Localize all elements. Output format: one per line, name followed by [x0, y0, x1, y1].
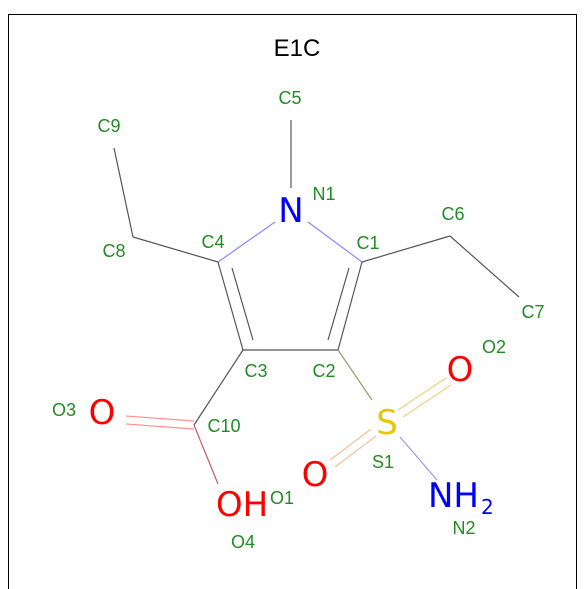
bond-s1-n2 [399, 436, 438, 481]
label-c9: C9 [97, 116, 120, 136]
label-c3: C3 [244, 361, 267, 381]
label-n2: N2 [452, 518, 475, 538]
bond-c2-c1 [337, 261, 363, 351]
label-o3: O3 [52, 400, 76, 420]
label-c6: C6 [441, 204, 464, 224]
label-c4: C4 [201, 232, 224, 252]
label-c2: C2 [312, 361, 335, 381]
bond-c4-c3 [217, 261, 244, 351]
bond-c3-c10 [193, 349, 244, 426]
bonds [113, 120, 520, 485]
atom-s1: S [376, 403, 398, 443]
label-c7: C7 [521, 302, 544, 322]
diagram-frame [8, 14, 577, 589]
bond-s1-o1-second [334, 435, 377, 468]
bond-n1-c4 [217, 221, 276, 263]
diagram-title: E1C [274, 35, 321, 62]
bond-c4-c3-inner [231, 267, 254, 341]
label-o4: O4 [231, 532, 255, 552]
atom-o3: O [89, 393, 116, 433]
label-c1: C1 [356, 233, 379, 253]
bond-c2-c1-inner [327, 267, 350, 341]
bond-s1-o2-second [402, 384, 452, 418]
bond-c6-c7 [449, 235, 520, 298]
label-n1: N1 [312, 184, 335, 204]
bond-c4-c8 [132, 236, 219, 263]
label-c10: C10 [207, 416, 240, 436]
bond-n1-c1 [307, 221, 363, 263]
label-o1: O1 [270, 488, 294, 508]
atom-o2: O [447, 350, 474, 390]
bond-c10-o3 [125, 415, 195, 422]
bond-c10-o3-second [125, 423, 195, 430]
bond-c8-c9 [113, 147, 134, 238]
atom-o1: O [302, 455, 329, 495]
atom-o4: OH [216, 485, 268, 525]
label-o2: O2 [482, 337, 506, 357]
bond-s1-o1 [329, 428, 372, 461]
label-c8: C8 [102, 241, 125, 261]
bond-c1-c6 [361, 235, 451, 263]
atom-n1: N [278, 191, 303, 231]
bond-c2-s1 [337, 349, 373, 401]
label-s1: S1 [372, 452, 394, 472]
label-c5: C5 [278, 88, 301, 108]
atom-n2: NH [428, 476, 479, 516]
atom-n2-subscript: 2 [481, 495, 494, 519]
bond-s1-o2 [397, 377, 447, 411]
bond-c10-o4 [193, 424, 219, 485]
